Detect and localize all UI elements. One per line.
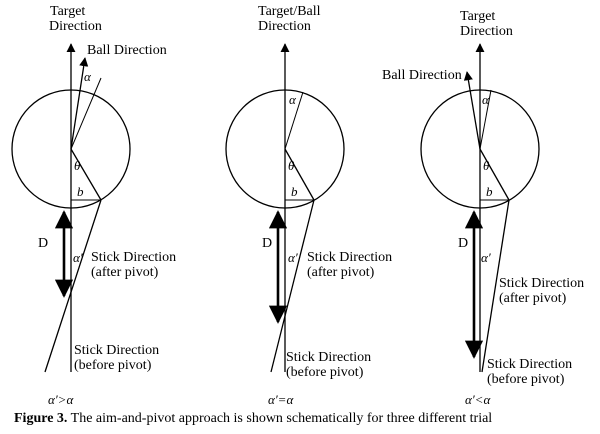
d-symbol: D: [38, 236, 48, 251]
theta-symbol: θ: [288, 158, 295, 173]
stick-after-label-line1: Stick Direction: [499, 276, 584, 291]
condition-label: α′<α: [465, 392, 491, 407]
theta-line: [70, 148, 102, 201]
b-symbol: b: [77, 184, 84, 199]
target-label-line2: Direction: [460, 24, 513, 39]
stick-direction-line: [481, 199, 510, 373]
figure-caption: Figure 3. The aim-and-pivot approach is …: [14, 411, 492, 427]
panel-3: Target Direction Ball Direction α θ b D …: [382, 9, 584, 407]
caption-label: Figure 3.: [14, 411, 68, 426]
ball-direction-arrow: [70, 57, 89, 150]
stick-after-label-line1: Stick Direction: [91, 250, 176, 265]
target-label-line1: Target: [460, 9, 495, 24]
alpha-prime-symbol: α′: [288, 250, 298, 265]
panel-2: Target/Ball Direction α θ b D α′ Stick D…: [225, 4, 392, 407]
alpha-prime-symbol: α′: [481, 250, 491, 265]
b-symbol: b: [291, 184, 298, 199]
d-symbol: D: [458, 236, 468, 251]
caption-text: The aim-and-pivot approach is shown sche…: [67, 411, 493, 426]
stick-before-label-line2: (before pivot): [487, 372, 565, 387]
theta-symbol: θ: [483, 158, 490, 173]
alpha-symbol: α: [289, 92, 297, 107]
b-symbol: b: [486, 184, 493, 199]
theta-line: [284, 148, 315, 201]
stick-before-label-line1: Stick Direction: [487, 357, 572, 372]
condition-label: α′=α: [268, 392, 294, 407]
ball-direction-arrow: [463, 71, 481, 150]
aux-line: [70, 77, 102, 150]
ball-direction-label: Ball Direction: [382, 68, 462, 83]
aux-line: [284, 91, 304, 150]
stick-before-label-line1: Stick Direction: [286, 350, 371, 365]
stick-direction-line: [270, 199, 315, 373]
d-symbol: D: [262, 236, 272, 251]
ball-direction-label: Ball Direction: [87, 43, 167, 58]
target-label-line1: Target/Ball: [258, 4, 321, 19]
theta-line: [479, 148, 510, 201]
target-label-line2: Direction: [258, 19, 311, 34]
target-label-line1: Target: [50, 4, 85, 19]
stick-after-label-line2: (after pivot): [499, 291, 567, 306]
stick-after-label-line2: (after pivot): [307, 265, 375, 280]
stick-before-label-line2: (before pivot): [286, 365, 364, 380]
alpha-symbol: α: [482, 92, 490, 107]
target-label-line2: Direction: [49, 19, 102, 34]
alpha-prime-symbol: α′: [73, 250, 83, 265]
stick-after-label-line2: (after pivot): [91, 265, 159, 280]
stick-after-label-line1: Stick Direction: [307, 250, 392, 265]
stick-before-label-line2: (before pivot): [74, 358, 152, 373]
condition-label: α′>α: [48, 392, 74, 407]
alpha-symbol: α: [84, 69, 92, 84]
theta-symbol: θ: [74, 158, 81, 173]
aux-line: [479, 89, 492, 150]
panel-1: Target Direction Ball Direction α θ b D …: [11, 4, 176, 407]
stick-before-label-line1: Stick Direction: [74, 343, 159, 358]
